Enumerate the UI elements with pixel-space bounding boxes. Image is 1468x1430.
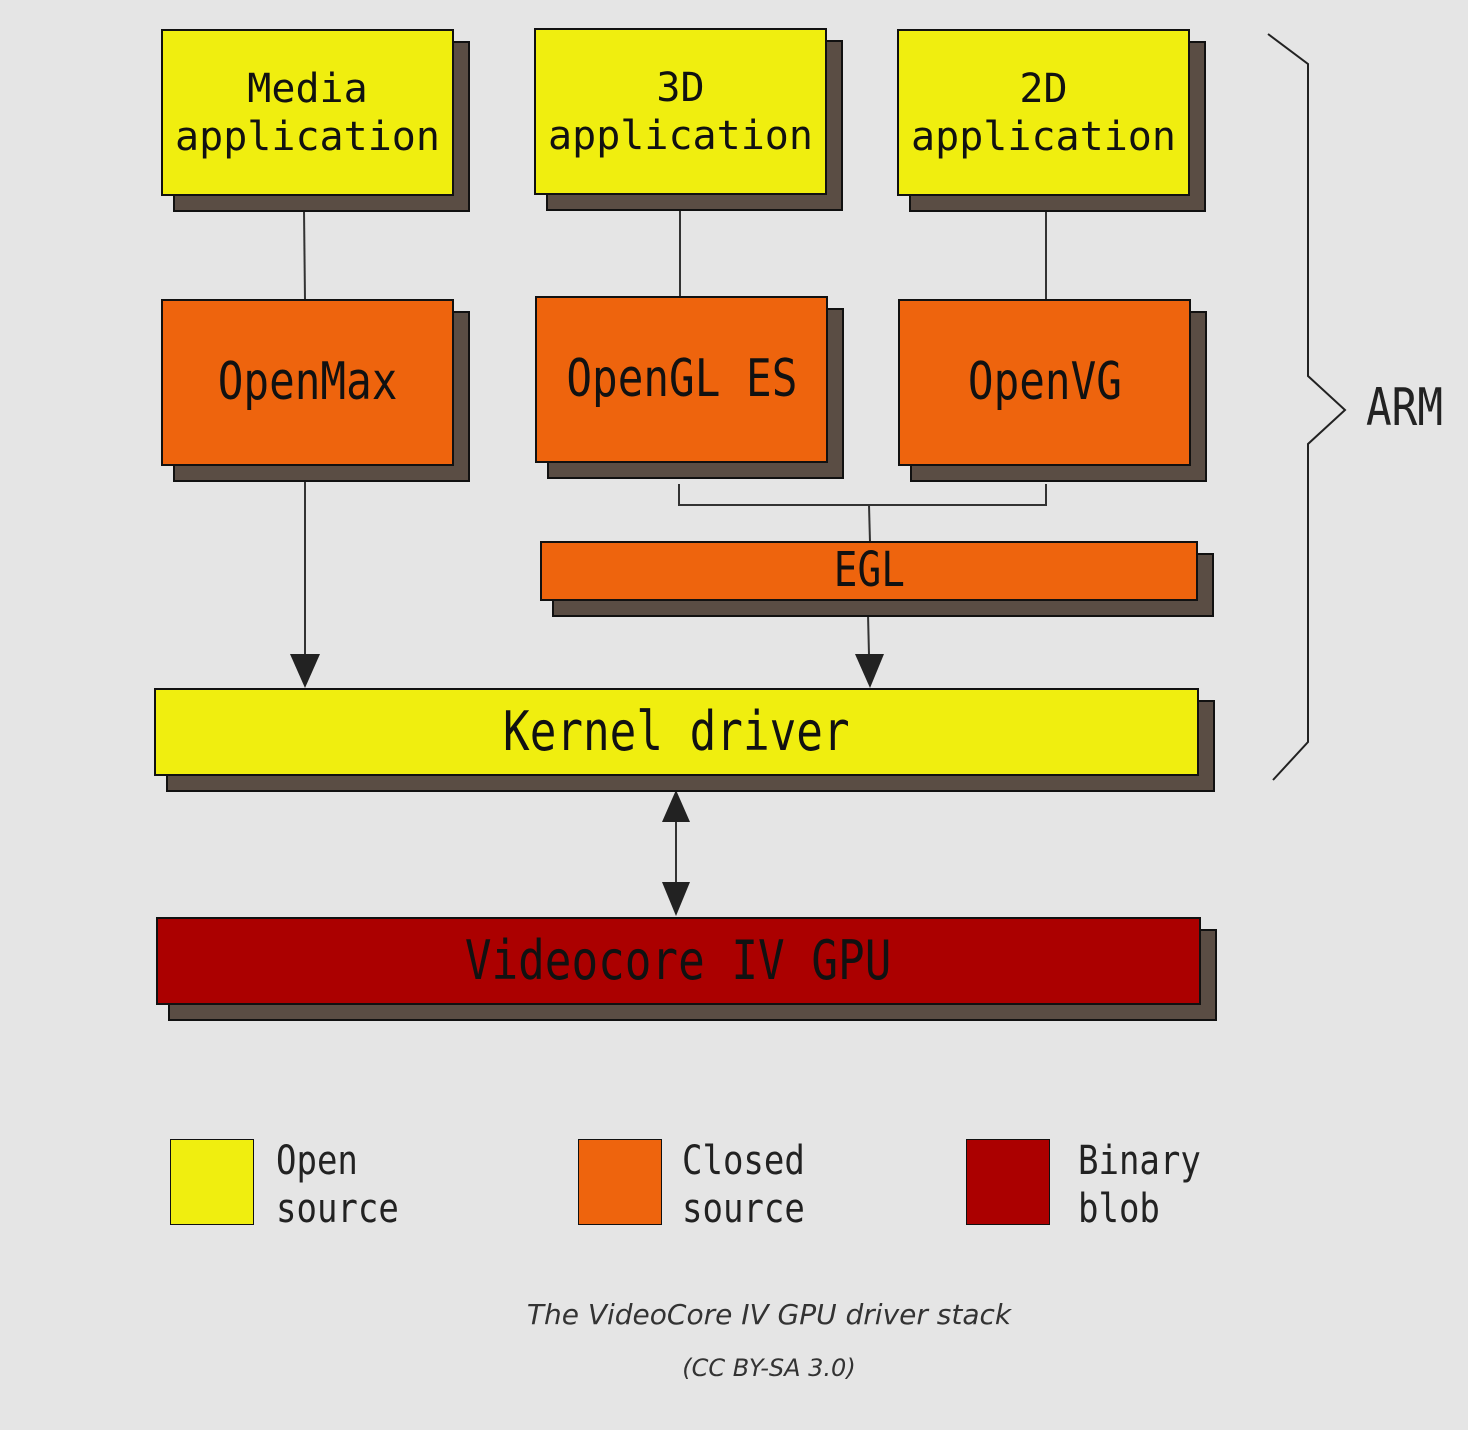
2d-application-label: 2D application bbox=[911, 65, 1176, 160]
arrowhead-openmax-kernel bbox=[290, 654, 320, 688]
legend-swatch-binary-blob bbox=[966, 1139, 1050, 1225]
3d-application-label: 3D application bbox=[548, 64, 813, 159]
openmax-box: OpenMax bbox=[161, 299, 454, 466]
arrowhead-gpu-down bbox=[662, 882, 690, 916]
connector-egl-join bbox=[868, 504, 871, 543]
openvg-box: OpenVG bbox=[898, 299, 1191, 466]
arrowhead-kernel-up bbox=[662, 790, 690, 822]
figure-caption: The VideoCore IV GPU driver stack bbox=[526, 1298, 1012, 1331]
arm-brace bbox=[1267, 33, 1347, 781]
arrowhead-egl-kernel bbox=[855, 654, 884, 688]
opengl-es-box: OpenGL ES bbox=[535, 296, 828, 463]
gpu-label: Videocore IV GPU bbox=[465, 928, 892, 992]
connector-media-openmax bbox=[303, 209, 306, 301]
opengl-es-label: OpenGL ES bbox=[565, 349, 798, 410]
2d-application-box: 2D application bbox=[897, 29, 1190, 196]
media-application-label: Media application bbox=[175, 65, 440, 160]
legend-label-binary-blob: Binary blob bbox=[1078, 1138, 1201, 1232]
openmax-label: OpenMax bbox=[217, 352, 398, 413]
connector-apis-egl bbox=[678, 484, 1047, 506]
legend-swatch-closed-source bbox=[578, 1139, 662, 1225]
3d-application-box: 3D application bbox=[534, 28, 827, 195]
license-note: (CC BY-SA 3.0) bbox=[682, 1354, 856, 1382]
openvg-label: OpenVG bbox=[967, 352, 1122, 413]
egl-label: EGL bbox=[833, 542, 905, 599]
kernel-driver-label: Kernel driver bbox=[503, 699, 850, 763]
legend-label-closed-source: Closed source bbox=[682, 1138, 805, 1232]
gpu-box: Videocore IV GPU bbox=[156, 917, 1201, 1005]
egl-box: EGL bbox=[540, 541, 1198, 601]
kernel-driver-box: Kernel driver bbox=[154, 688, 1199, 776]
arm-label: ARM bbox=[1366, 378, 1444, 438]
arrow-egl-kernel bbox=[867, 613, 870, 656]
media-application-box: Media application bbox=[161, 29, 454, 196]
legend-label-open-source: Open source bbox=[276, 1138, 399, 1232]
legend-swatch-open-source bbox=[170, 1139, 254, 1225]
